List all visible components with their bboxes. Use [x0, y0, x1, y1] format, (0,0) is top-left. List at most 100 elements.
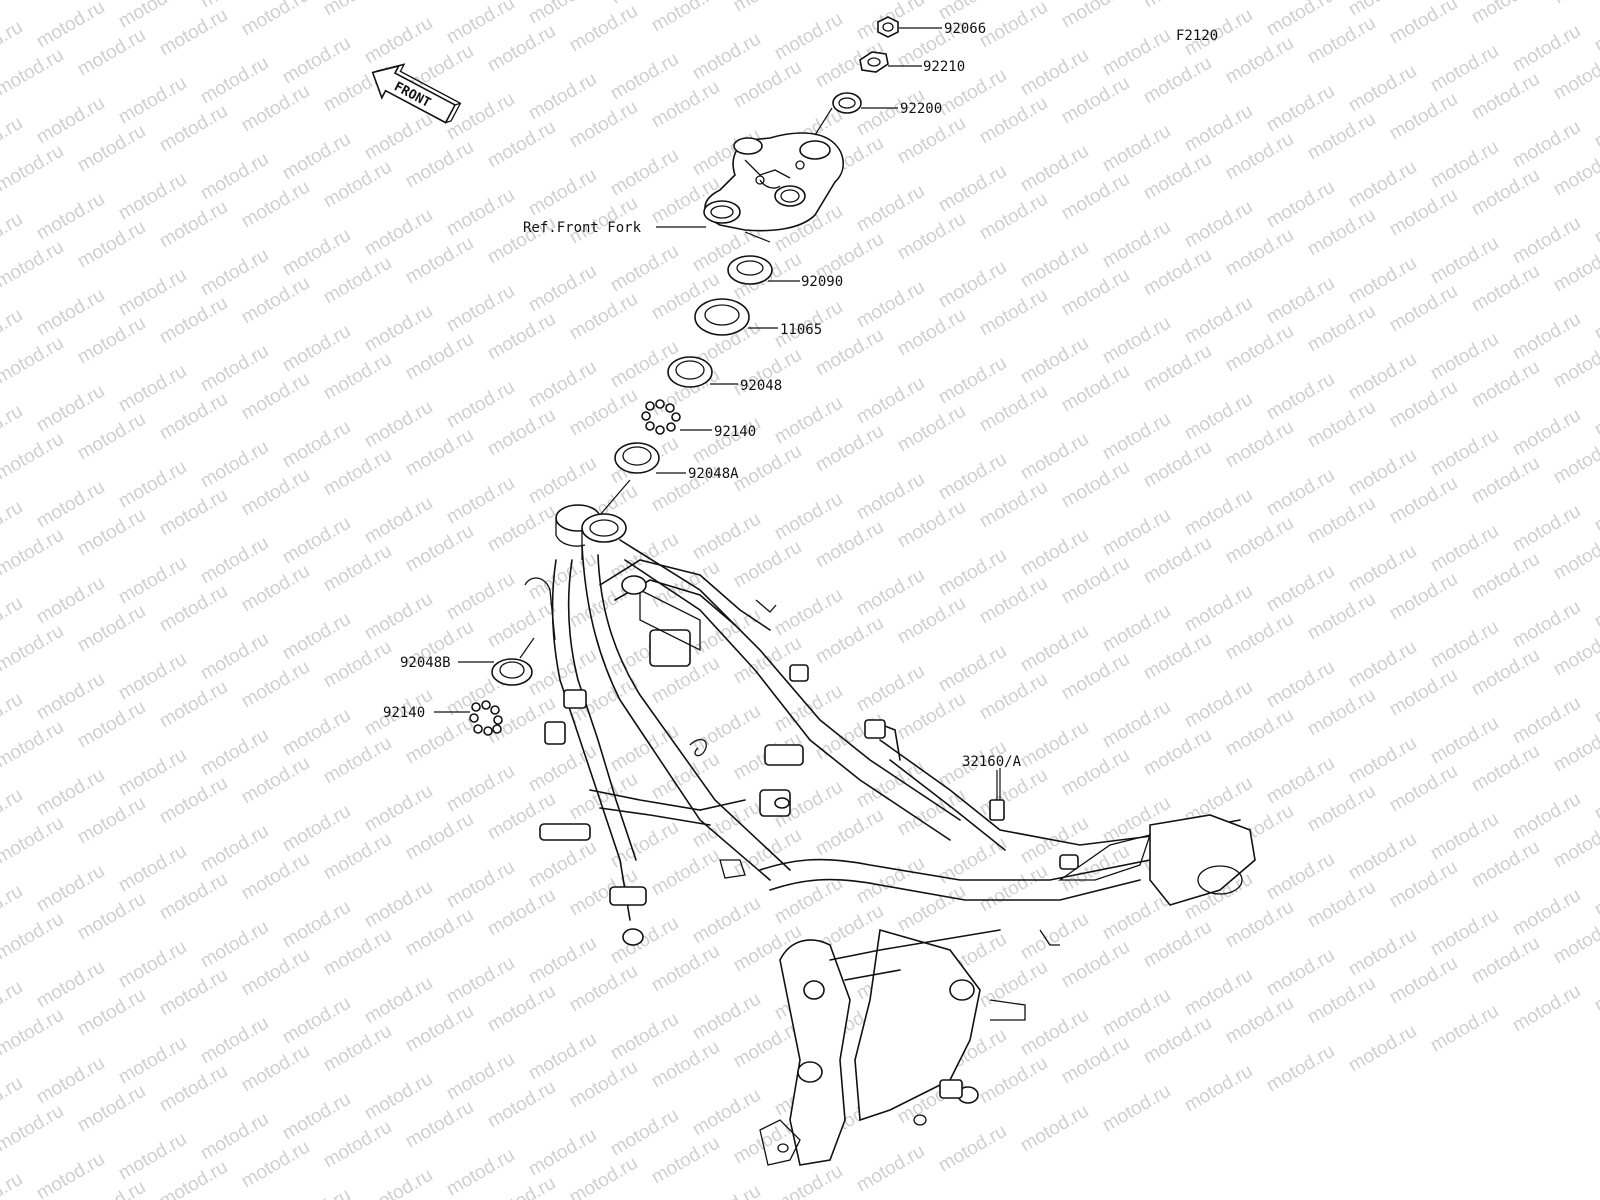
watermark-text: motod.ru [1427, 41, 1502, 97]
watermark-text: motod.ru [33, 381, 108, 437]
watermark-text: motod.ru [0, 45, 67, 101]
watermark-text: motod.ru [74, 1081, 149, 1137]
watermark-text: motod.ru [1345, 61, 1420, 117]
watermark-text: motod.ru [484, 1077, 559, 1133]
watermark-text: motod.ru [197, 341, 272, 397]
watermark-text: motod.ru [1058, 0, 1133, 32]
watermark-text: motod.ru [115, 745, 190, 801]
callout-92200: 92200 [900, 101, 942, 117]
watermark-text: motod.ru [976, 477, 1051, 533]
watermark-text: motod.ru [115, 937, 190, 993]
watermark-text: motod.ru [607, 49, 682, 105]
watermark-text: motod.ru [238, 657, 313, 713]
watermark-text: motod.ru [156, 5, 231, 61]
watermark-text: motod.ru [976, 285, 1051, 341]
watermark-text: motod.ru [1468, 741, 1543, 797]
figure-code: F2120 [1176, 28, 1218, 44]
watermark-text: motod.ru [1017, 909, 1092, 965]
watermark-text: motod.ru [648, 77, 723, 133]
watermark-text: motod.ru [443, 761, 518, 817]
watermark-text: motod.ru [1468, 357, 1543, 413]
watermark-text: motod.ru [197, 629, 272, 685]
watermark-text: motod.ru [812, 421, 887, 477]
watermark-text: motod.ru [0, 813, 67, 869]
watermark-text: motod.ru [976, 573, 1051, 629]
watermark-text: motod.ru [402, 425, 477, 481]
watermark-text: motod.ru [361, 397, 436, 453]
watermark-text: motod.ru [648, 0, 723, 36]
watermark-text: motod.ru [1017, 1005, 1092, 1061]
watermark-text: motod.ru [1345, 733, 1420, 789]
watermark-text: motod.ru [115, 457, 190, 513]
watermark-text: motod.ru [197, 1013, 272, 1069]
watermark-text: motod.ru [1140, 917, 1215, 973]
watermark-text: motod.ru [320, 541, 395, 597]
watermark-text: motod.ru [1427, 233, 1502, 289]
watermark-text: motod.ru [402, 713, 477, 769]
watermark-text: motod.ru [1222, 513, 1297, 569]
watermark-text: motod.ru [1550, 625, 1600, 681]
watermark-text: motod.ru [525, 837, 600, 893]
watermark-text: motod.ru [156, 101, 231, 157]
watermark-text: motod.ru [976, 0, 1051, 52]
watermark-text: motod.ru [1345, 925, 1420, 981]
watermark-text: motod.ru [361, 109, 436, 165]
watermark-text: motod.ru [1509, 789, 1584, 845]
watermark-text: motod.ru [1222, 321, 1297, 377]
part-92200-washer [832, 92, 898, 114]
watermark-text: motod.ru [976, 765, 1051, 821]
watermark-text: motod.ru [279, 801, 354, 857]
watermark-text: motod.ru [1222, 33, 1297, 89]
watermark-text: motod.ru [1591, 769, 1600, 825]
watermark-text: motod.ru [525, 453, 600, 509]
watermark-text: motod.ru [771, 9, 846, 65]
watermark-text: motod.ru [1591, 289, 1600, 345]
watermark-text: motod.ru [1263, 657, 1338, 713]
watermark-text: motod.ru [976, 381, 1051, 437]
watermark-text: motod.ru [1468, 0, 1543, 28]
watermark-text: motod.ru [525, 933, 600, 989]
watermark-text: motod.ru [1345, 349, 1420, 405]
watermark-text: motod.ru [0, 1169, 26, 1200]
watermark-text: motod.ru [525, 165, 600, 221]
watermark-text: motod.ru [320, 0, 395, 20]
watermark-text: motod.ru [156, 389, 231, 445]
watermark-text: motod.ru [238, 177, 313, 233]
watermark-text: motod.ru [1345, 253, 1420, 309]
watermark-text: motod.ru [33, 477, 108, 533]
watermark-text: motod.ru [33, 93, 108, 149]
watermark-text: motod.ru [0, 621, 67, 677]
watermark-text: motod.ru [238, 1137, 313, 1193]
watermark-text: motod.ru [976, 93, 1051, 149]
watermark-text: motod.ru [320, 445, 395, 501]
watermark-text: motod.ru [1509, 21, 1584, 77]
watermark-text: motod.ru [1140, 149, 1215, 205]
watermark-text: motod.ru [402, 1001, 477, 1057]
watermark-text: motod.ru [115, 841, 190, 897]
watermark-text: motod.ru [935, 1121, 1010, 1177]
watermark-text: motod.ru [730, 441, 805, 497]
watermark-text: motod.ru [361, 1069, 436, 1125]
watermark-text: motod.ru [1263, 849, 1338, 905]
watermark-text: motod.ru [525, 1029, 600, 1085]
watermark-text: motod.ru [1591, 673, 1600, 729]
watermark-text: motod.ru [853, 853, 928, 909]
watermark-text: motod.ru [1304, 13, 1379, 69]
watermark-text: motod.ru [812, 805, 887, 861]
watermark-text: motod.ru [361, 973, 436, 1029]
watermark-text: motod.ru [1427, 329, 1502, 385]
watermark-text: motod.ru [1263, 945, 1338, 1001]
watermark-text: motod.ru [1591, 1, 1600, 57]
watermark-text: motod.ru [607, 913, 682, 969]
watermark-text: motod.ru [1509, 117, 1584, 173]
watermark-text: motod.ru [156, 965, 231, 1021]
watermark-text: motod.ru [1181, 197, 1256, 253]
watermark-text: motod.ru [1263, 369, 1338, 425]
watermark-text: motod.ru [1304, 301, 1379, 357]
watermark-text: motod.ru [1304, 781, 1379, 837]
watermark-text: motod.ru [279, 897, 354, 953]
callout-92140-top: 92140 [714, 424, 756, 440]
watermark-text: motod.ru [853, 469, 928, 525]
watermark-text: motod.ru [1550, 0, 1600, 8]
ref-front-fork-label: Ref.Front Fork [523, 220, 642, 236]
